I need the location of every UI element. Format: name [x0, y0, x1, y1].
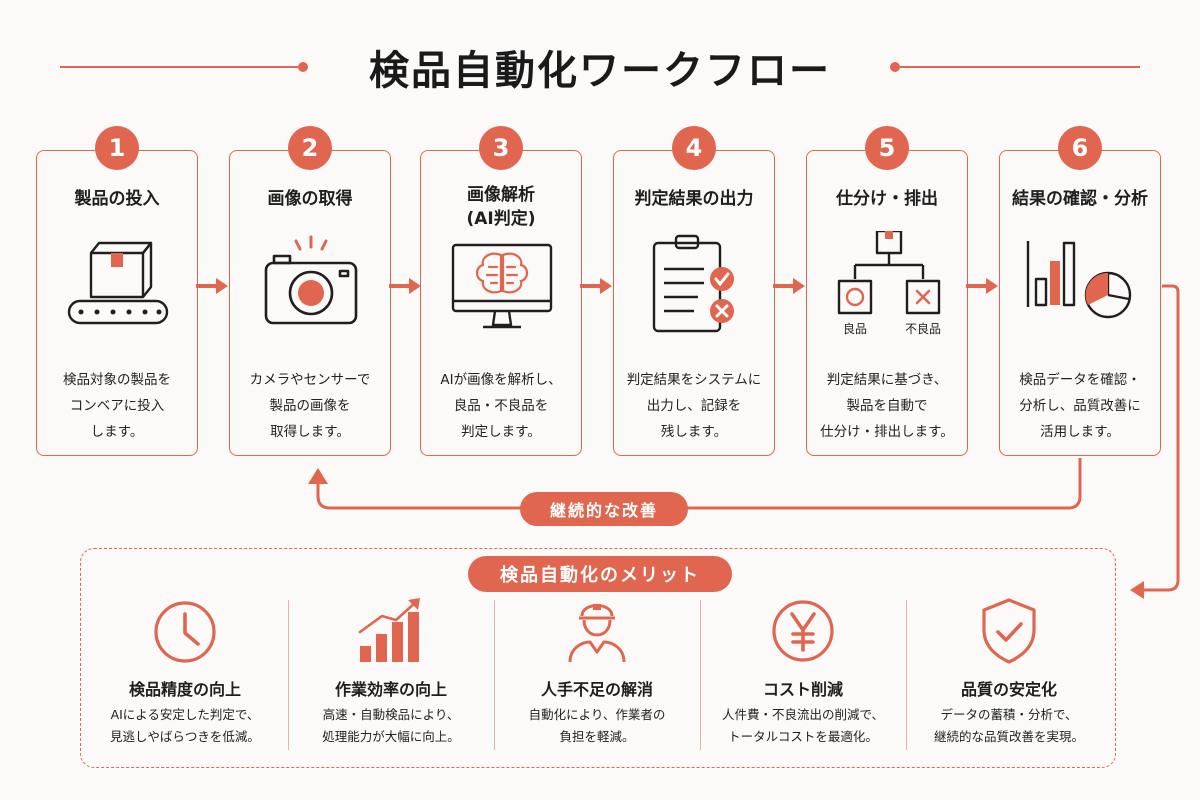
flow-arrow-right-icon — [966, 278, 998, 294]
step-number-2: 2 — [288, 126, 332, 170]
clipboard-check-icon — [652, 234, 734, 333]
merit-item-accuracy: 検品精度の向上 AIによる安定した判定で、 見逃しやばらつきを低減。 — [82, 596, 288, 756]
good-label: 良品 — [843, 321, 867, 336]
merit-description: AIによる安定した判定で、 見逃しやばらつきを低減。 — [110, 707, 260, 744]
step-description: AIが画像を解析し、 良品・不良品を 判定します。 — [440, 372, 562, 440]
growth-bar-icon — [358, 598, 420, 662]
step-title: 画像解析 (AI判定) — [466, 185, 536, 229]
step-title: 画像の取得 — [267, 189, 353, 209]
step-card-2: 画像の取得 カメラやセンサーで 製品の画像を 取得します。 — [229, 150, 391, 456]
merit-description: 自動化により、作業者の 負担を軽減。 — [528, 707, 666, 744]
worker-icon — [568, 604, 626, 663]
step-card-1: 製品の投入 検品対象の製品を コンベアに投入 します。 — [36, 150, 198, 456]
merit-title: 品質の安定化 — [960, 680, 1057, 699]
step-description: カメラやセンサーで 製品の画像を 取得します。 — [249, 372, 371, 440]
step-card-4: 判定結果の出力 判定結果をシステムに 出力し、記録を 残します。 — [613, 150, 775, 456]
page-title: 検品自動化ワークフロー — [369, 48, 831, 94]
ai-brain-monitor-icon — [451, 243, 553, 329]
step-title: 結果の確認・分析 — [1012, 189, 1148, 209]
feedback-loop-line — [316, 458, 1082, 510]
conveyor-box-icon — [67, 241, 169, 325]
title-line-right — [900, 66, 1140, 68]
flow-arrow-right-icon — [389, 278, 421, 294]
step-title: 仕分け・排出 — [836, 189, 938, 209]
clock-icon — [154, 601, 216, 663]
step-description: 検品データを確認・ 分析し、品質改善に 活用します。 — [1019, 372, 1141, 440]
title-dot-right — [890, 62, 900, 72]
merit-divider — [906, 600, 907, 750]
feedback-label: 継続的な改善 — [520, 492, 688, 526]
feedback-arrow-up-icon — [308, 468, 328, 484]
flow-arrow-right-icon — [773, 278, 805, 294]
merit-description: データの蓄積・分析で、 継続的な品質改善を実現。 — [933, 707, 1084, 744]
step-description: 判定結果に基づき、 製品を自動で 仕分け・排出します。 — [820, 372, 954, 440]
step-number-3: 3 — [479, 126, 523, 170]
step-description: 検品対象の製品を コンベアに投入 します。 — [63, 372, 171, 440]
step-number-1: 1 — [95, 126, 139, 170]
step-title: 製品の投入 — [74, 189, 160, 209]
merit-title: 検品精度の向上 — [128, 680, 241, 699]
merit-item-quality: 品質の安定化 データの蓄積・分析で、 継続的な品質改善を実現。 — [906, 596, 1112, 756]
down-connector-line — [1140, 284, 1180, 592]
merit-description: 高速・自動検品により、 処理能力が大幅に向上。 — [322, 707, 460, 744]
merit-item-efficiency: 作業効率の向上 高速・自動検品により、 処理能力が大幅に向上。 — [288, 596, 494, 756]
bar-pie-chart-icon — [1026, 241, 1132, 319]
merit-title: 作業効率の向上 — [334, 680, 447, 699]
defect-label: 不良品 — [905, 321, 941, 336]
title-line-left — [60, 66, 298, 68]
merit-divider — [288, 600, 289, 750]
flow-arrow-right-icon — [196, 278, 228, 294]
merit-divider — [494, 600, 495, 750]
step-card-3: 画像解析 (AI判定) AIが画像を解析し、 良品・不良品を 判定します。 — [420, 150, 582, 456]
sorting-tree-icon: 良品 不良品 — [837, 231, 941, 336]
merit-item-cost: コスト削減 人件費・不良流出の削減で、 トータルコストを最適化。 — [700, 596, 906, 756]
merit-description: 人件費・不良流出の削減で、 トータルコストを最適化。 — [721, 707, 884, 744]
merit-title: 人手不足の解消 — [540, 680, 653, 699]
step-title: 判定結果の出力 — [634, 189, 754, 209]
step-number-6: 6 — [1058, 126, 1102, 170]
step-card-6: 結果の確認・分析 検品データを確認・ 分析し、品質改善に 活用します。 — [999, 150, 1161, 456]
connector-arrow-left-icon — [1130, 581, 1144, 599]
merit-title: コスト削減 — [762, 680, 843, 699]
merits-title: 検品自動化のメリット — [468, 556, 732, 592]
shield-check-icon — [982, 598, 1036, 664]
merit-item-labor: 人手不足の解消 自動化により、作業者の 負担を軽減。 — [494, 596, 700, 756]
merits-panel — [80, 548, 1116, 768]
yen-icon — [772, 600, 834, 662]
step-number-4: 4 — [672, 126, 716, 170]
camera-icon — [264, 235, 358, 325]
flow-arrow-right-icon — [580, 278, 612, 294]
merit-divider — [700, 600, 701, 750]
title-row: 検品自動化ワークフロー — [0, 0, 1200, 120]
title-dot-left — [298, 62, 308, 72]
step-description: 判定結果をシステムに 出力し、記録を 残します。 — [626, 372, 762, 440]
step-number-5: 5 — [865, 126, 909, 170]
step-card-5: 仕分け・排出 良品 不良品 判定結果に基づき、 製品を自動で 仕分け・排出します… — [806, 150, 968, 456]
